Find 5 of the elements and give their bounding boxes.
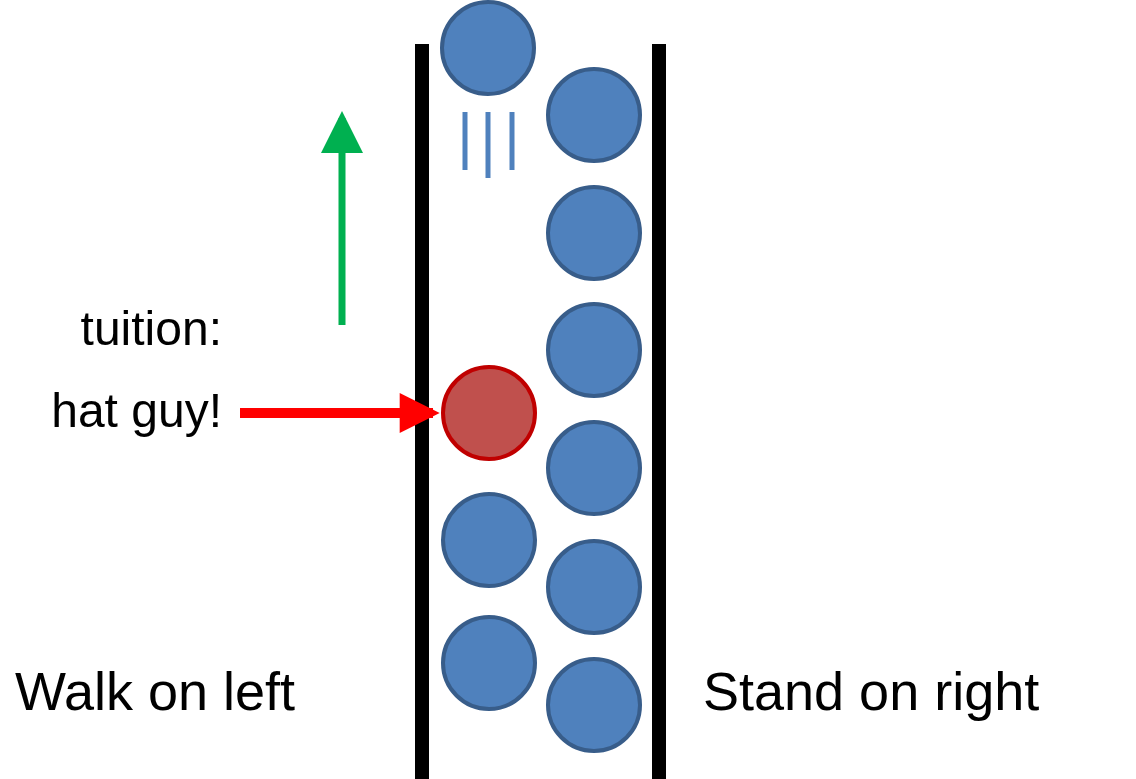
person-circle xyxy=(441,365,537,461)
annotation-text: tuition: hat guy! xyxy=(22,288,222,452)
side-label: Walk on left xyxy=(15,660,296,723)
side-label: Stand on right xyxy=(703,660,1040,723)
arrow xyxy=(240,393,440,433)
